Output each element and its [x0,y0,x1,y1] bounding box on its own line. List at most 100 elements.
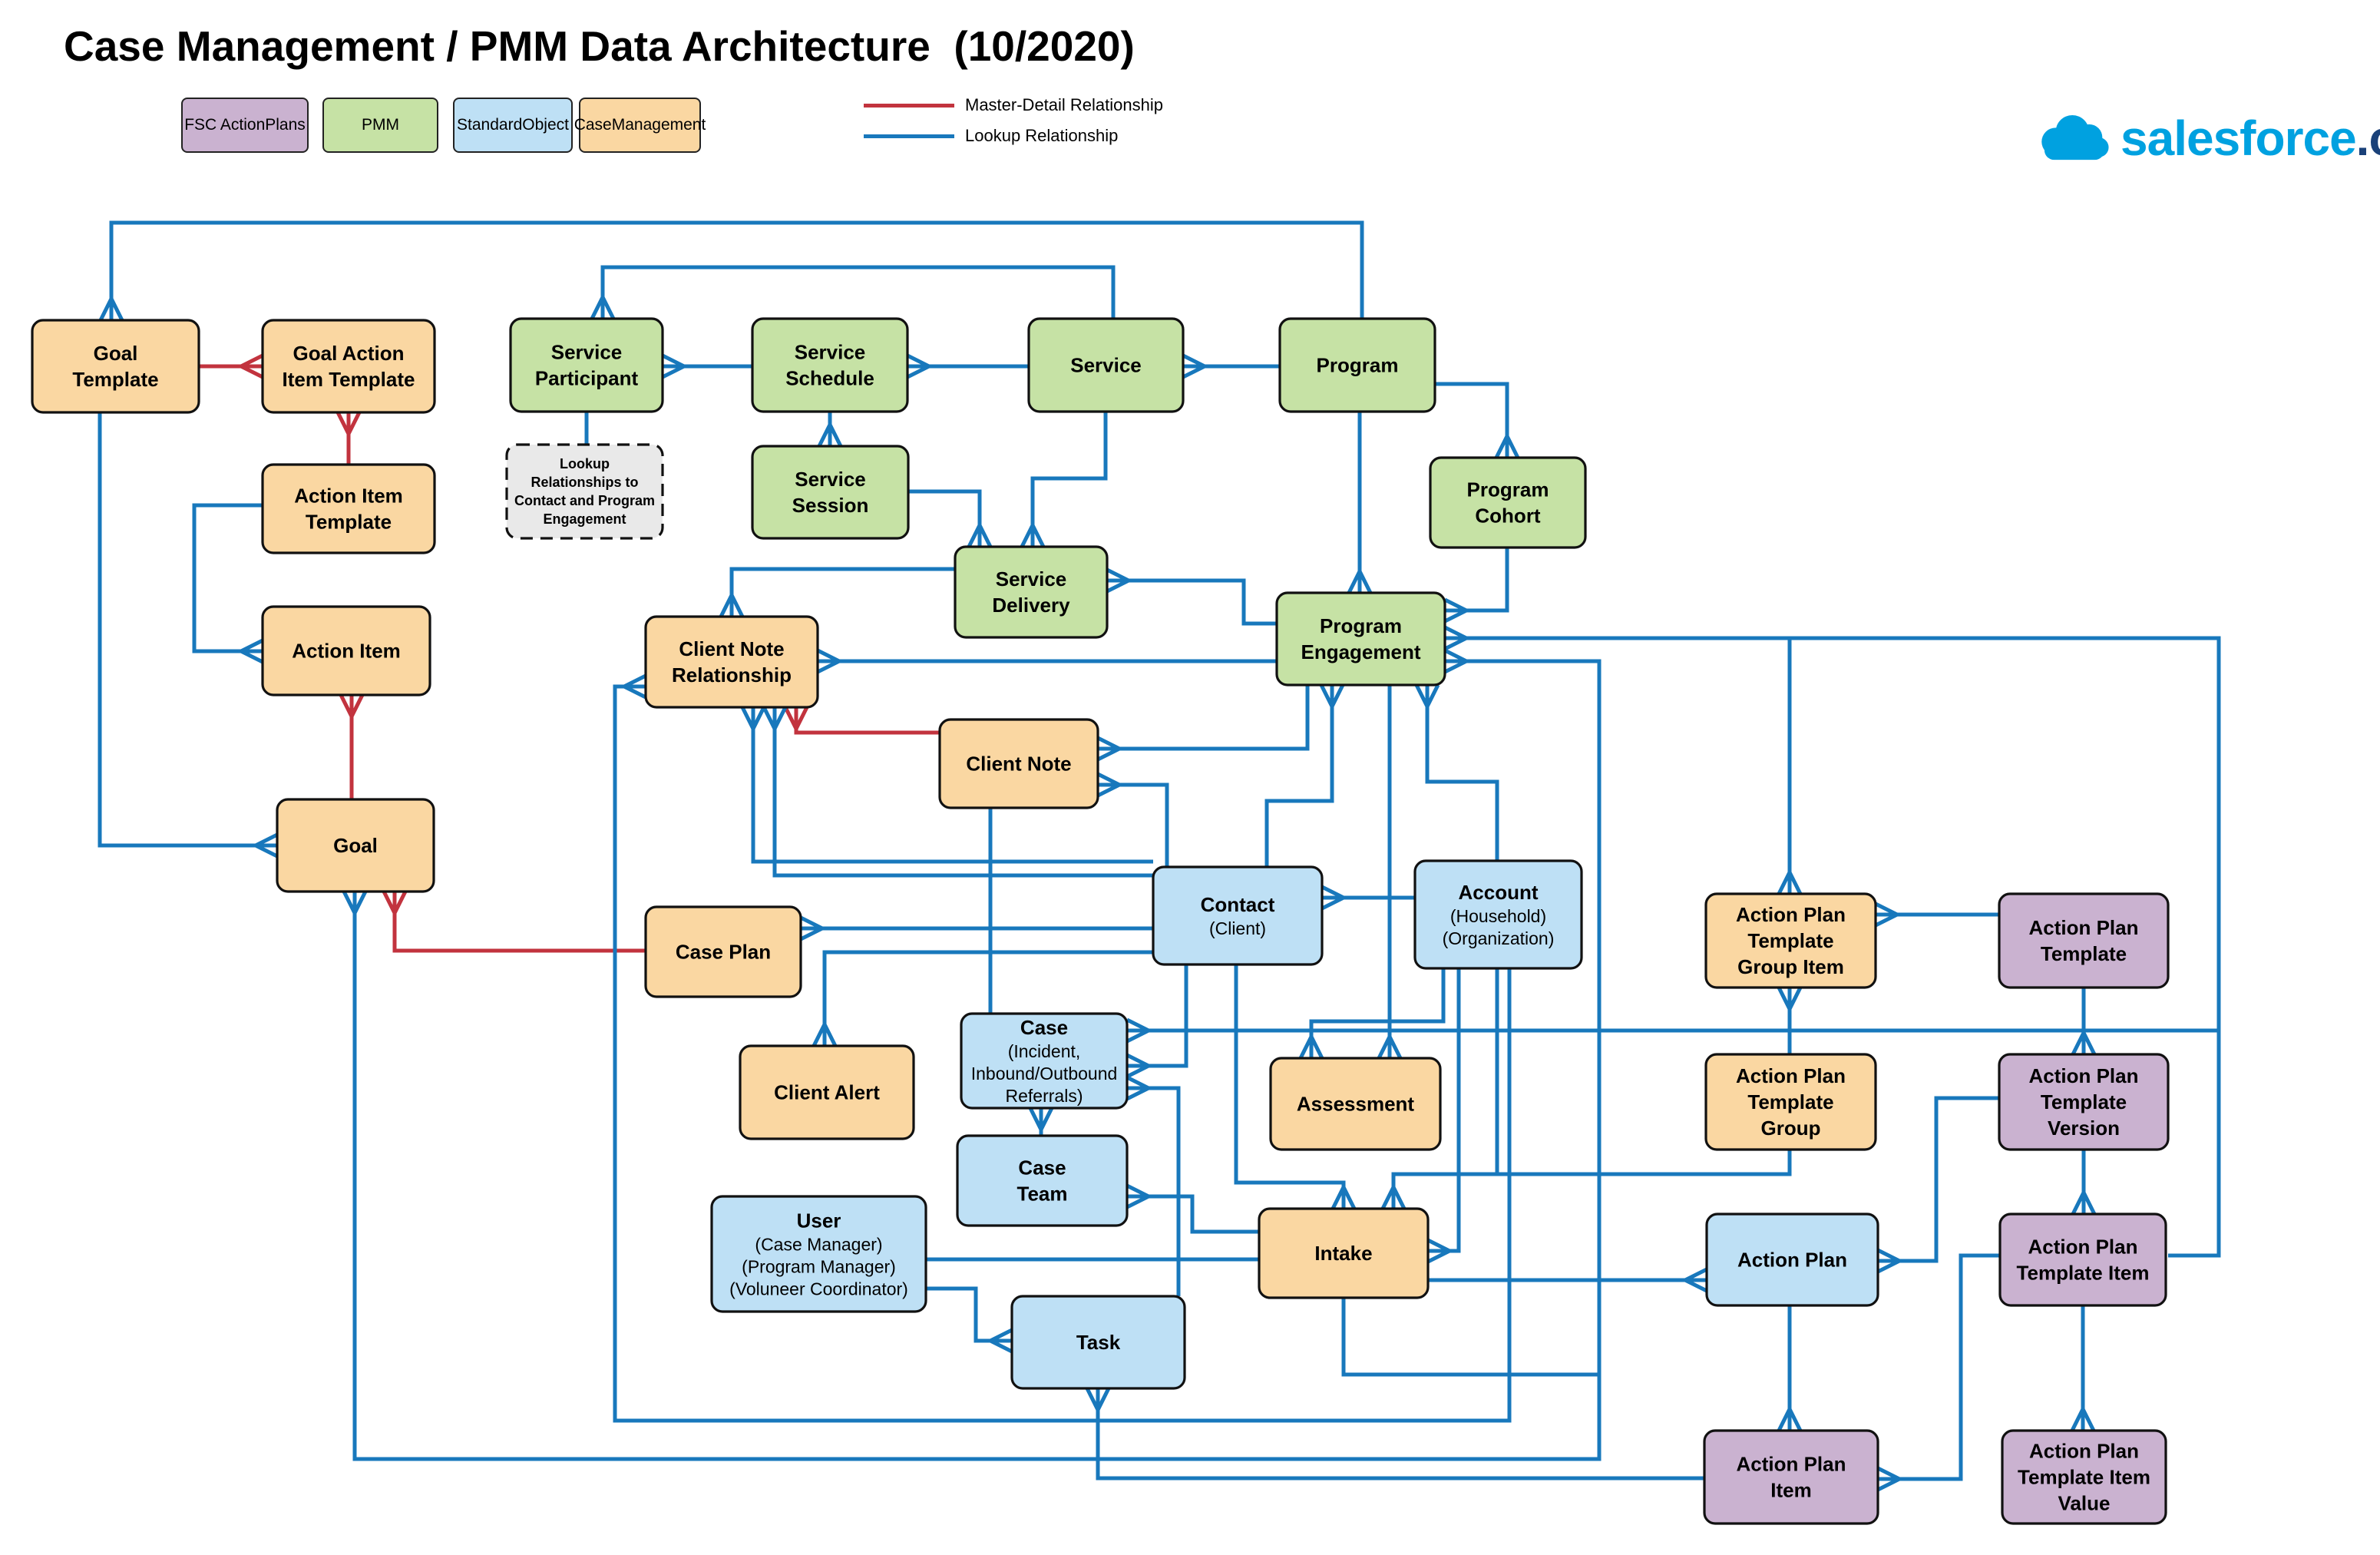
legend-master-detail-label: Master-Detail Relationship [965,95,1163,114]
goal-label: Goal [333,834,378,857]
program-label: Program [1317,353,1399,376]
lookup-relationship-line [98,412,277,848]
action-item-label: Action Item [292,639,401,662]
crows-foot-arrow [762,706,788,733]
salesforce-logo: salesforce.org [2036,108,2380,169]
lookup-relationship-line [1098,782,1169,867]
crows-foot-arrow [1182,353,1209,379]
legend-master-detail-line-swatch [864,103,954,108]
crows-foot-arrow [1096,772,1124,798]
user: User(Case Manager)(Program Manager)(Volu… [710,1195,927,1313]
lookup-relationship-line [1234,964,1346,1209]
case-plan: Case Plan [644,905,802,998]
lookup-relationship-line [1127,1194,1259,1234]
lookup-relationship-line [1428,968,1461,1253]
client-note-label: Client Note [966,752,1071,775]
account-label: Account(Household)(Organization) [1443,881,1555,948]
lookup-relationship-line [1264,685,1334,867]
lookup-relationship-line [1878,1253,2000,1481]
master-detail-relationship-line [794,707,940,735]
intake-label: Intake [1314,1242,1372,1265]
crows-foot-arrow [1028,1107,1054,1134]
crows-foot-arrow [1777,868,1803,895]
crows-foot-arrow [342,890,368,918]
crows-foot-arrow [1876,1248,1904,1274]
crows-foot-arrow [1085,1387,1111,1414]
lookup-relationship-line [772,707,1153,878]
lookup-relationship-line [600,265,1116,319]
logo-brand-text: salesforce [2121,111,2357,166]
client-note: Client Note [938,718,1099,809]
lookup-relationship-line [908,489,982,547]
logo-suffix-text: .org [2355,111,2380,166]
crows-foot-arrow [817,420,843,448]
crows-foot-arrow [1443,597,1471,624]
lookup-relationship-line [1425,685,1499,861]
contact: Contact(Client) [1152,865,1324,966]
crows-foot-arrow [1347,567,1373,594]
crows-foot-arrow [1426,1238,1454,1264]
crows-foot-arrow [620,673,647,700]
crows-foot-arrow [1777,986,1803,1014]
crows-foot-arrow [2070,1404,2096,1432]
goal: Goal [276,798,435,893]
lookup-relationship-line [1127,964,1188,1068]
crows-foot-arrow [236,353,264,379]
lookup-relationship-line [1098,685,1310,751]
legend-pmm: PMM [322,98,438,153]
lookup-relationship-line [109,220,1364,320]
crows-foot-arrow [251,832,279,859]
action-plan: Action Plan [1705,1213,1879,1307]
lookup-relationship-line [1435,382,1509,458]
action-plan-label: Action Plan [1737,1248,1847,1271]
case-plan-label: Case Plan [676,940,771,963]
salesforce-cloud-icon [2041,115,2109,160]
crows-foot-arrow [236,638,264,664]
lookup-relationship-line [1878,1096,1999,1263]
crows-foot-arrow [1126,1183,1153,1209]
crows-foot-arrow [1126,1053,1153,1079]
crows-foot-arrow [1321,885,1348,911]
crows-foot-arrow [906,353,934,379]
crows-foot-arrow [1874,902,1902,928]
client-alert: Client Alert [739,1044,915,1140]
lookup-relationship-line [192,503,263,653]
lookup-relationship-line [1309,968,1446,1058]
crows-foot-arrow [1020,521,1046,548]
service-label: Service [1070,353,1142,376]
legend-lookup: Lookup Relationship [864,126,1118,146]
lookup-relationship-line [1107,578,1277,626]
lookup-relationship-line [729,567,955,617]
crows-foot-arrow [1681,1267,1708,1293]
crows-foot-arrow [1298,1032,1324,1060]
assessment-label: Assessment [1297,1092,1415,1115]
